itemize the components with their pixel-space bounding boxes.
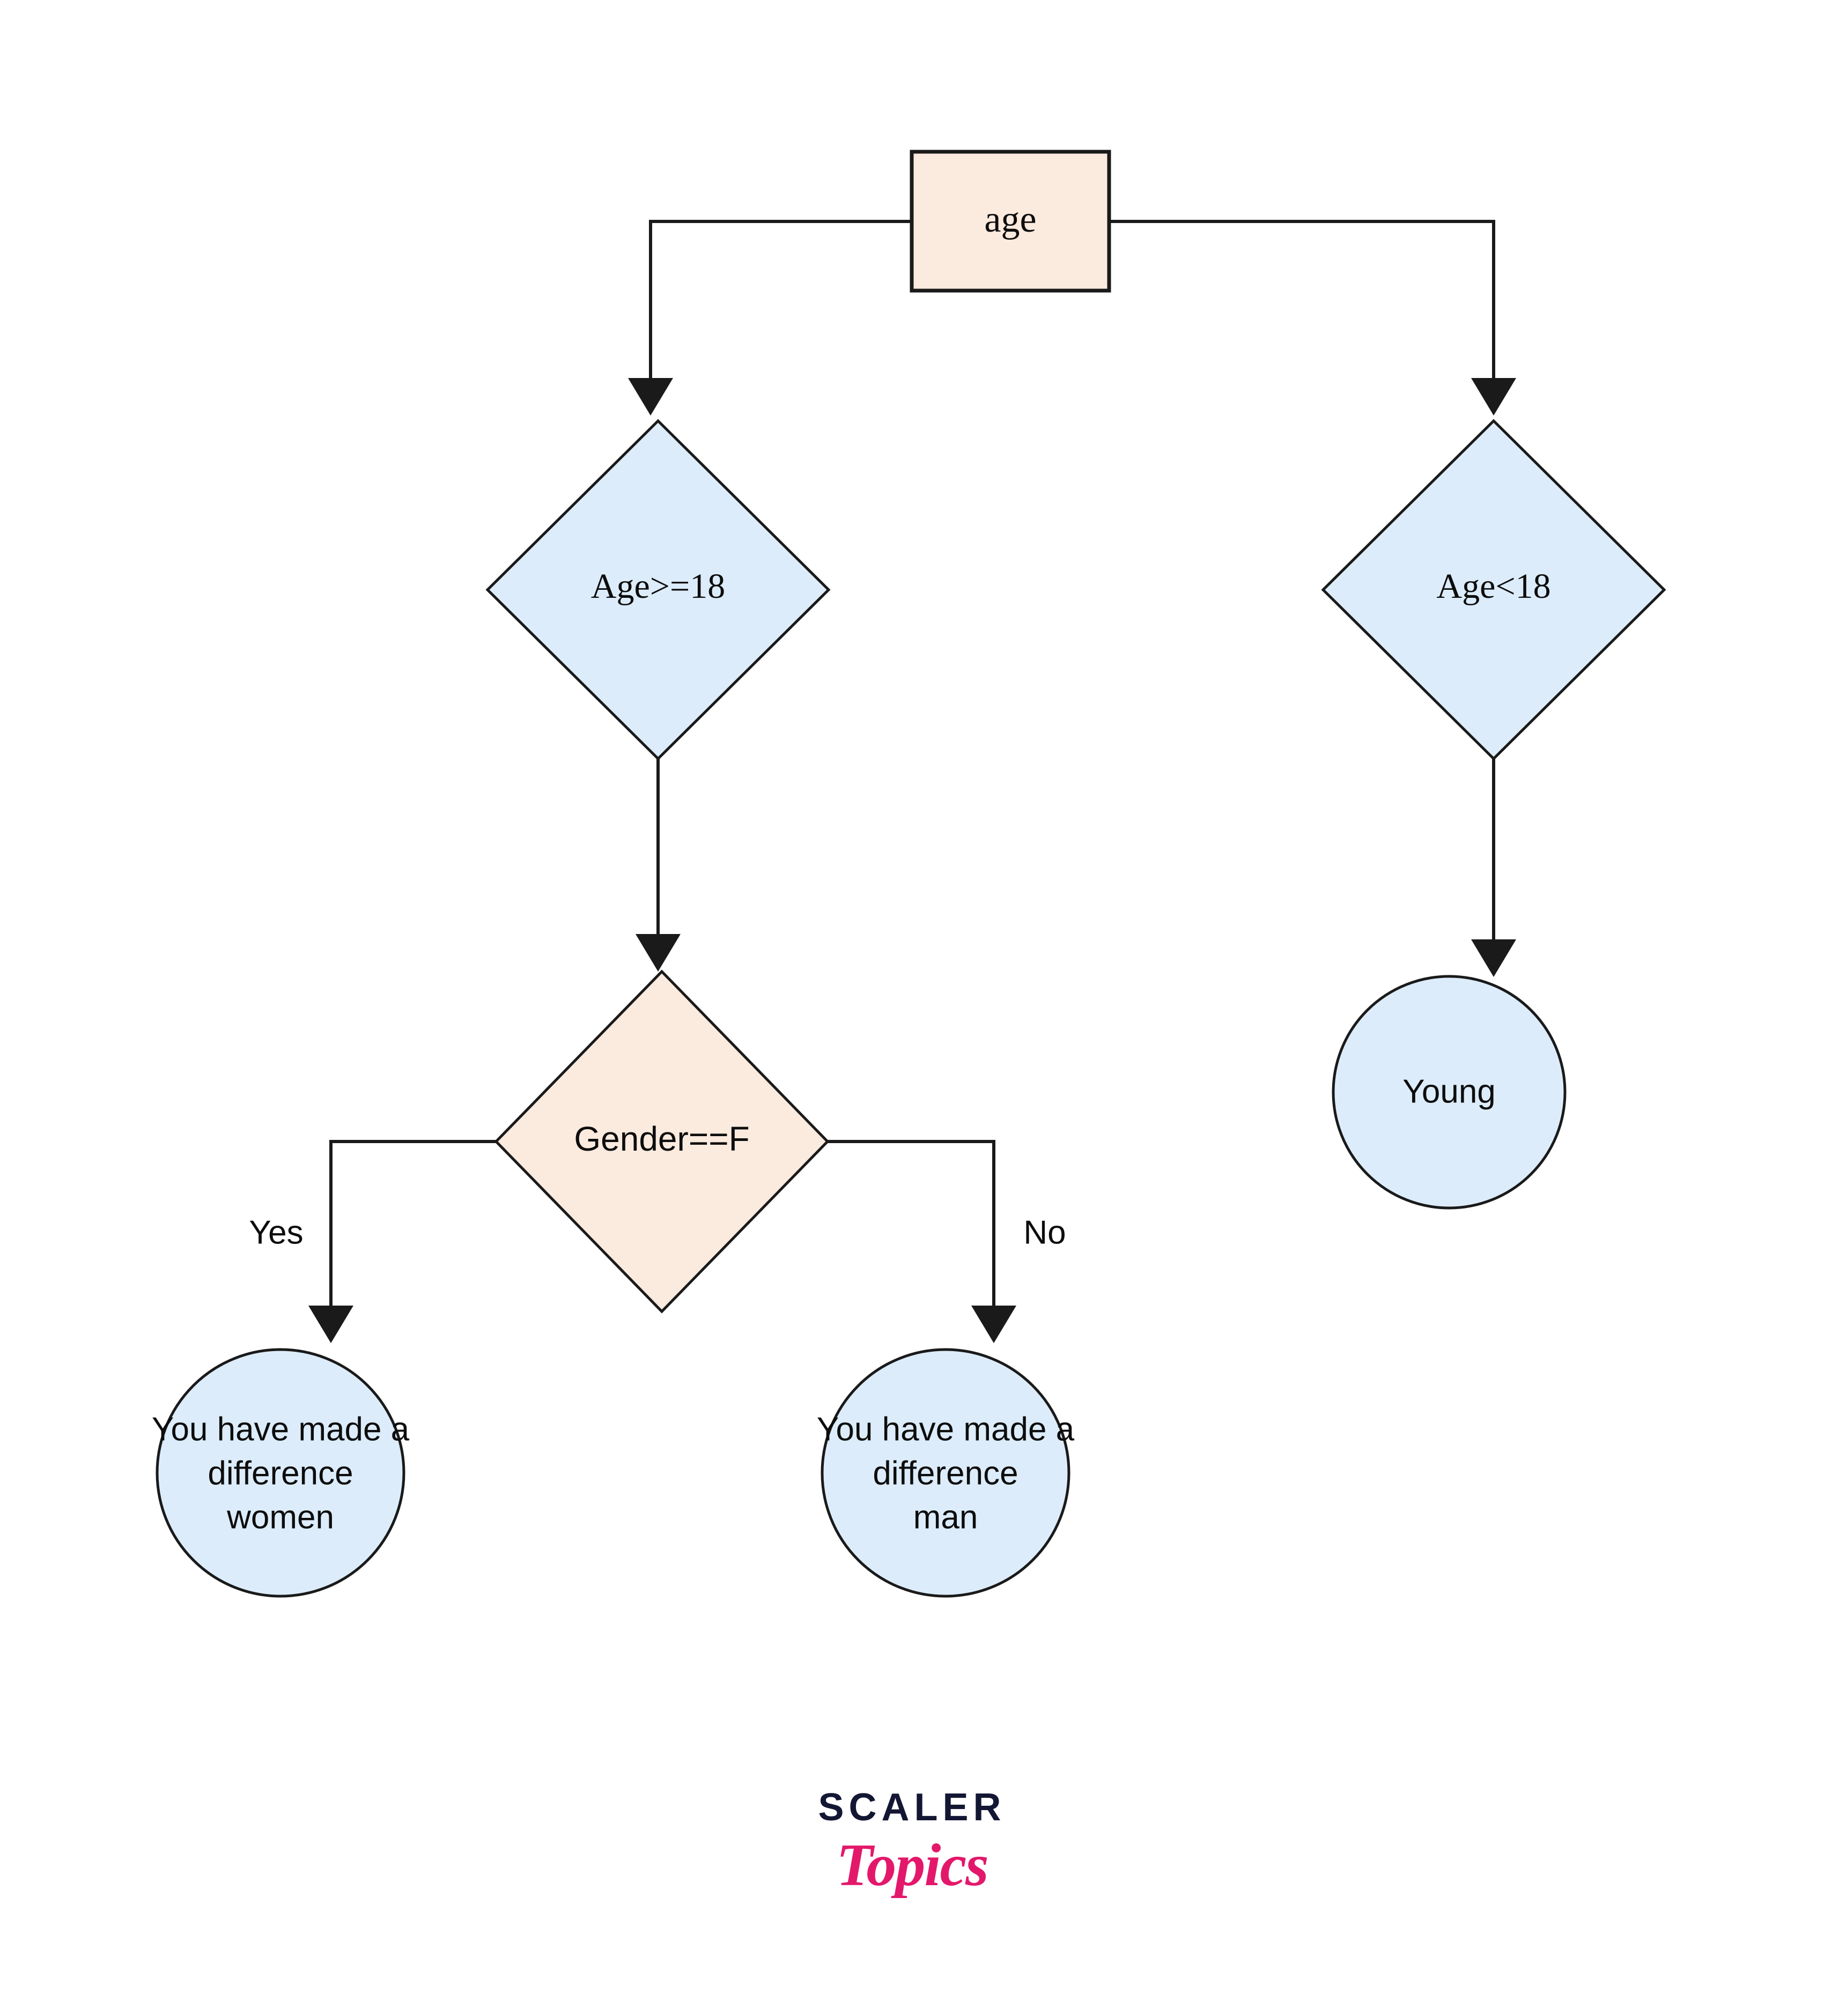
edge-age-gte-18-to-gender [636, 759, 681, 972]
circle-shape [1332, 975, 1567, 1210]
node-young[interactable]: Young [1332, 975, 1567, 1210]
node-age-gte-18-label: Age>=18 [591, 567, 725, 606]
edge-root-to-age-gte-18 [628, 220, 912, 416]
node-age-lt-18-label: Age<18 [1436, 567, 1550, 606]
circle-shape [156, 1348, 405, 1598]
edge-label-yes: Yes [249, 1214, 303, 1251]
node-outcome-man[interactable]: You have made a difference man [817, 1348, 1075, 1598]
edge-path [1109, 220, 1495, 381]
edge-root-to-age-lt-18 [1109, 220, 1516, 416]
node-age-root-label: age [984, 199, 1036, 240]
arrowhead-icon [1471, 378, 1516, 416]
diamond-shape [494, 969, 830, 1314]
edge-path [329, 1140, 496, 1308]
scaler-wordmark: SCALER [818, 1786, 1006, 1829]
edge-age-lt-18-to-young [1471, 759, 1516, 977]
node-outcome-man-line-3: man [913, 1499, 978, 1536]
node-age-gte-18[interactable]: Age>=18 [485, 419, 831, 761]
node-gender-eq-f[interactable]: Gender==F [494, 969, 830, 1314]
rect-shape [910, 150, 1111, 293]
topics-wordmark: Topics [836, 1832, 989, 1899]
arrowhead-icon [1471, 939, 1516, 977]
arrowhead-icon [971, 1306, 1016, 1343]
edge-gender-yes-to-women [308, 1140, 496, 1343]
node-outcome-women-line-1: You have made a [152, 1411, 410, 1448]
node-age-root[interactable]: age [910, 150, 1111, 293]
node-outcome-women-line-2: difference [208, 1455, 353, 1492]
circle-shape [821, 1348, 1070, 1598]
node-age-lt-18[interactable]: Age<18 [1321, 419, 1666, 761]
edge-gender-no-to-man [828, 1140, 1016, 1343]
arrowhead-icon [628, 378, 673, 416]
arrowhead-icon [636, 934, 681, 972]
node-outcome-women-line-3: women [226, 1499, 334, 1536]
edge-path [649, 220, 912, 381]
arrowhead-icon [308, 1306, 353, 1343]
node-gender-eq-f-label: Gender==F [574, 1120, 749, 1158]
node-outcome-women[interactable]: You have made a difference women [152, 1348, 410, 1598]
node-young-label: Young [1402, 1073, 1496, 1110]
node-outcome-man-line-1: You have made a [817, 1411, 1075, 1448]
diamond-shape [485, 419, 831, 761]
diamond-shape [1321, 419, 1666, 761]
node-outcome-man-line-2: difference [873, 1455, 1018, 1492]
edge-label-no: No [1023, 1214, 1066, 1251]
edge-path [828, 1140, 995, 1308]
